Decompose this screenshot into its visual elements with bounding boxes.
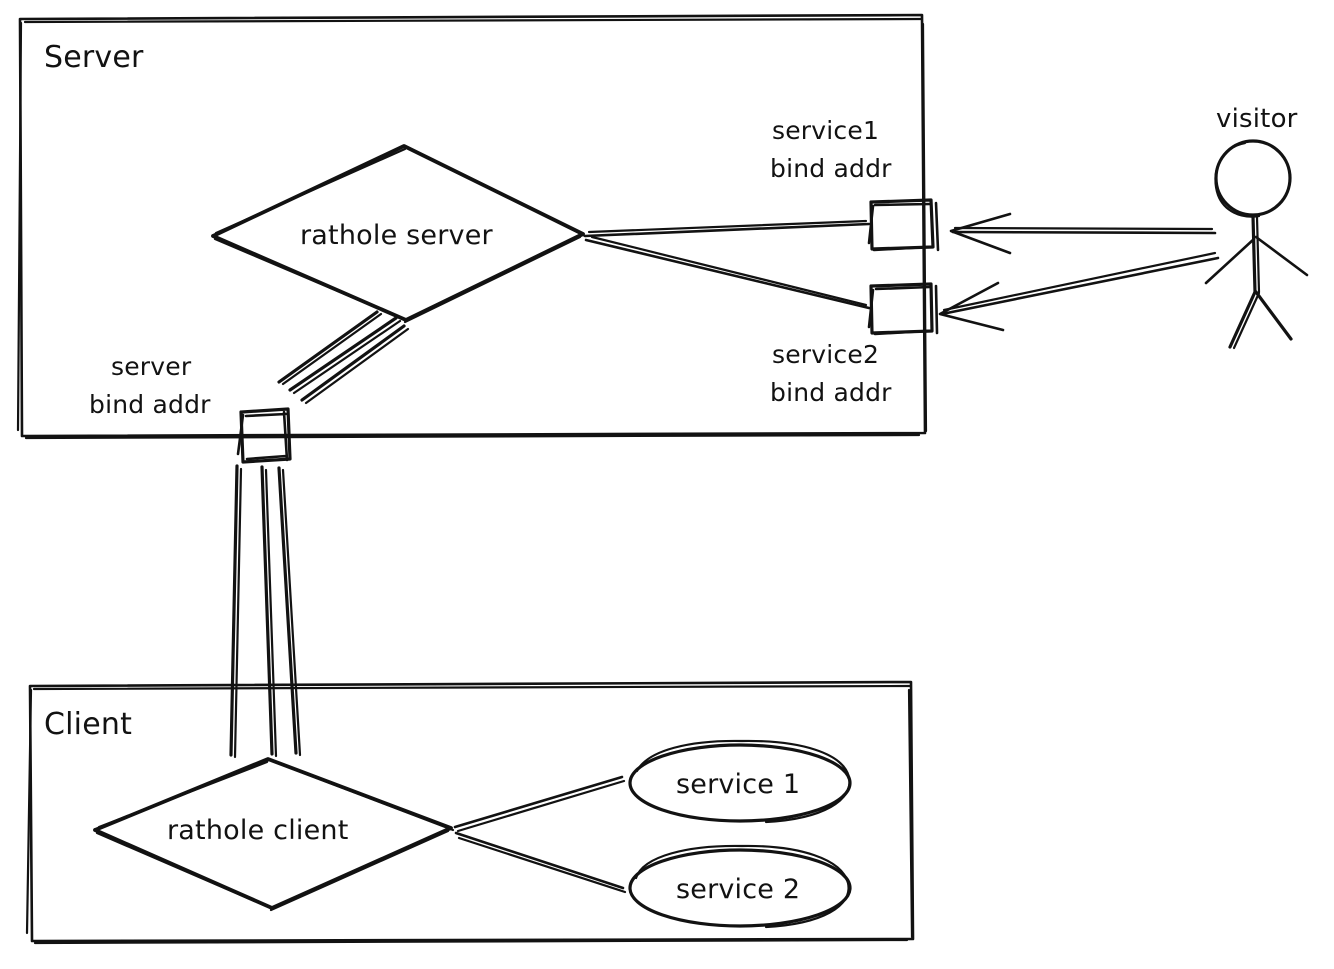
rathole-server-label: rathole server bbox=[300, 220, 493, 251]
visitor-label: visitor bbox=[1216, 104, 1298, 134]
service2-bind-addr-label-line1: service2 bbox=[772, 340, 880, 369]
edge-ratholeserver-to-service2port bbox=[584, 235, 871, 310]
service2-port-square[interactable] bbox=[867, 282, 939, 336]
client-container-label: Client bbox=[44, 707, 133, 742]
rathole-client-diamond[interactable] bbox=[93, 757, 455, 912]
edge-serverport-to-ratholeclient bbox=[229, 464, 302, 759]
service1-bind-addr-label-line2: bind addr bbox=[770, 154, 892, 183]
server-bind-addr-label-line2: bind addr bbox=[89, 390, 211, 419]
server-container-label: Server bbox=[44, 40, 144, 75]
rathole-client-label: rathole client bbox=[167, 815, 349, 846]
service-2-ellipse[interactable] bbox=[628, 844, 852, 929]
visitor-stick-figure[interactable] bbox=[1204, 139, 1309, 350]
service-1-label: service 1 bbox=[676, 769, 801, 800]
edge-ratholeserver-to-serverport bbox=[277, 310, 410, 405]
arrow-visitor-to-service1port bbox=[949, 212, 1217, 255]
server-container-rect bbox=[16, 13, 928, 440]
edge-ratholeserver-to-service1port bbox=[583, 219, 871, 238]
server-port-square[interactable] bbox=[236, 407, 292, 464]
server-bind-addr-label-line1: server bbox=[111, 352, 192, 381]
service1-bind-addr-label-line1: service1 bbox=[772, 116, 880, 145]
arrow-visitor-to-service2port bbox=[938, 251, 1220, 332]
client-container-rect bbox=[25, 680, 915, 945]
service-1-ellipse[interactable] bbox=[628, 739, 852, 824]
edge-ratholeclient-to-service1 bbox=[453, 775, 626, 833]
service2-bind-addr-label-line2: bind addr bbox=[770, 378, 892, 407]
rathole-server-diamond[interactable] bbox=[211, 144, 587, 324]
service1-port-square[interactable] bbox=[867, 198, 940, 252]
service-2-label: service 2 bbox=[676, 874, 801, 905]
edge-ratholeclient-to-service2 bbox=[454, 831, 627, 894]
